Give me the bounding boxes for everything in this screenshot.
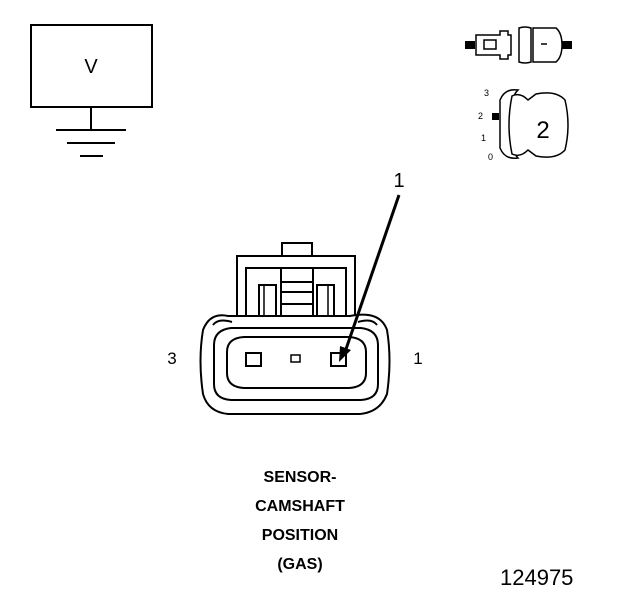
voltmeter-label: V <box>84 56 98 78</box>
callout-number: 1 <box>393 170 404 192</box>
connector-mating-icon <box>465 26 572 64</box>
connector-caption: SENSOR- CAMSHAFT POSITION (GAS) <box>200 463 400 579</box>
ground-icon <box>56 129 126 157</box>
caption-line-4: (GAS) <box>277 556 323 573</box>
pin-position-scale-icon: 3 2 1 0 2 <box>478 88 569 162</box>
caption-line-1: SENSOR- <box>263 469 337 486</box>
callout-arrow <box>339 194 401 362</box>
pin-label-right: 1 <box>413 349 422 368</box>
connector-number: 2 <box>536 117 549 144</box>
scale-3: 3 <box>484 88 489 98</box>
pin-label-left: 3 <box>167 349 176 368</box>
scale-0: 0 <box>488 152 493 162</box>
cavity-1 <box>330 352 347 367</box>
figure-number: 124975 <box>500 565 574 590</box>
caption-line-3: POSITION <box>261 527 339 544</box>
scale-1: 1 <box>481 133 486 143</box>
sensor-connector <box>199 242 391 415</box>
scale-2: 2 <box>478 111 483 121</box>
voltmeter-symbol: V <box>30 24 153 157</box>
caption-line-2: CAMSHAFT <box>255 498 345 515</box>
cavity-3 <box>245 352 262 367</box>
